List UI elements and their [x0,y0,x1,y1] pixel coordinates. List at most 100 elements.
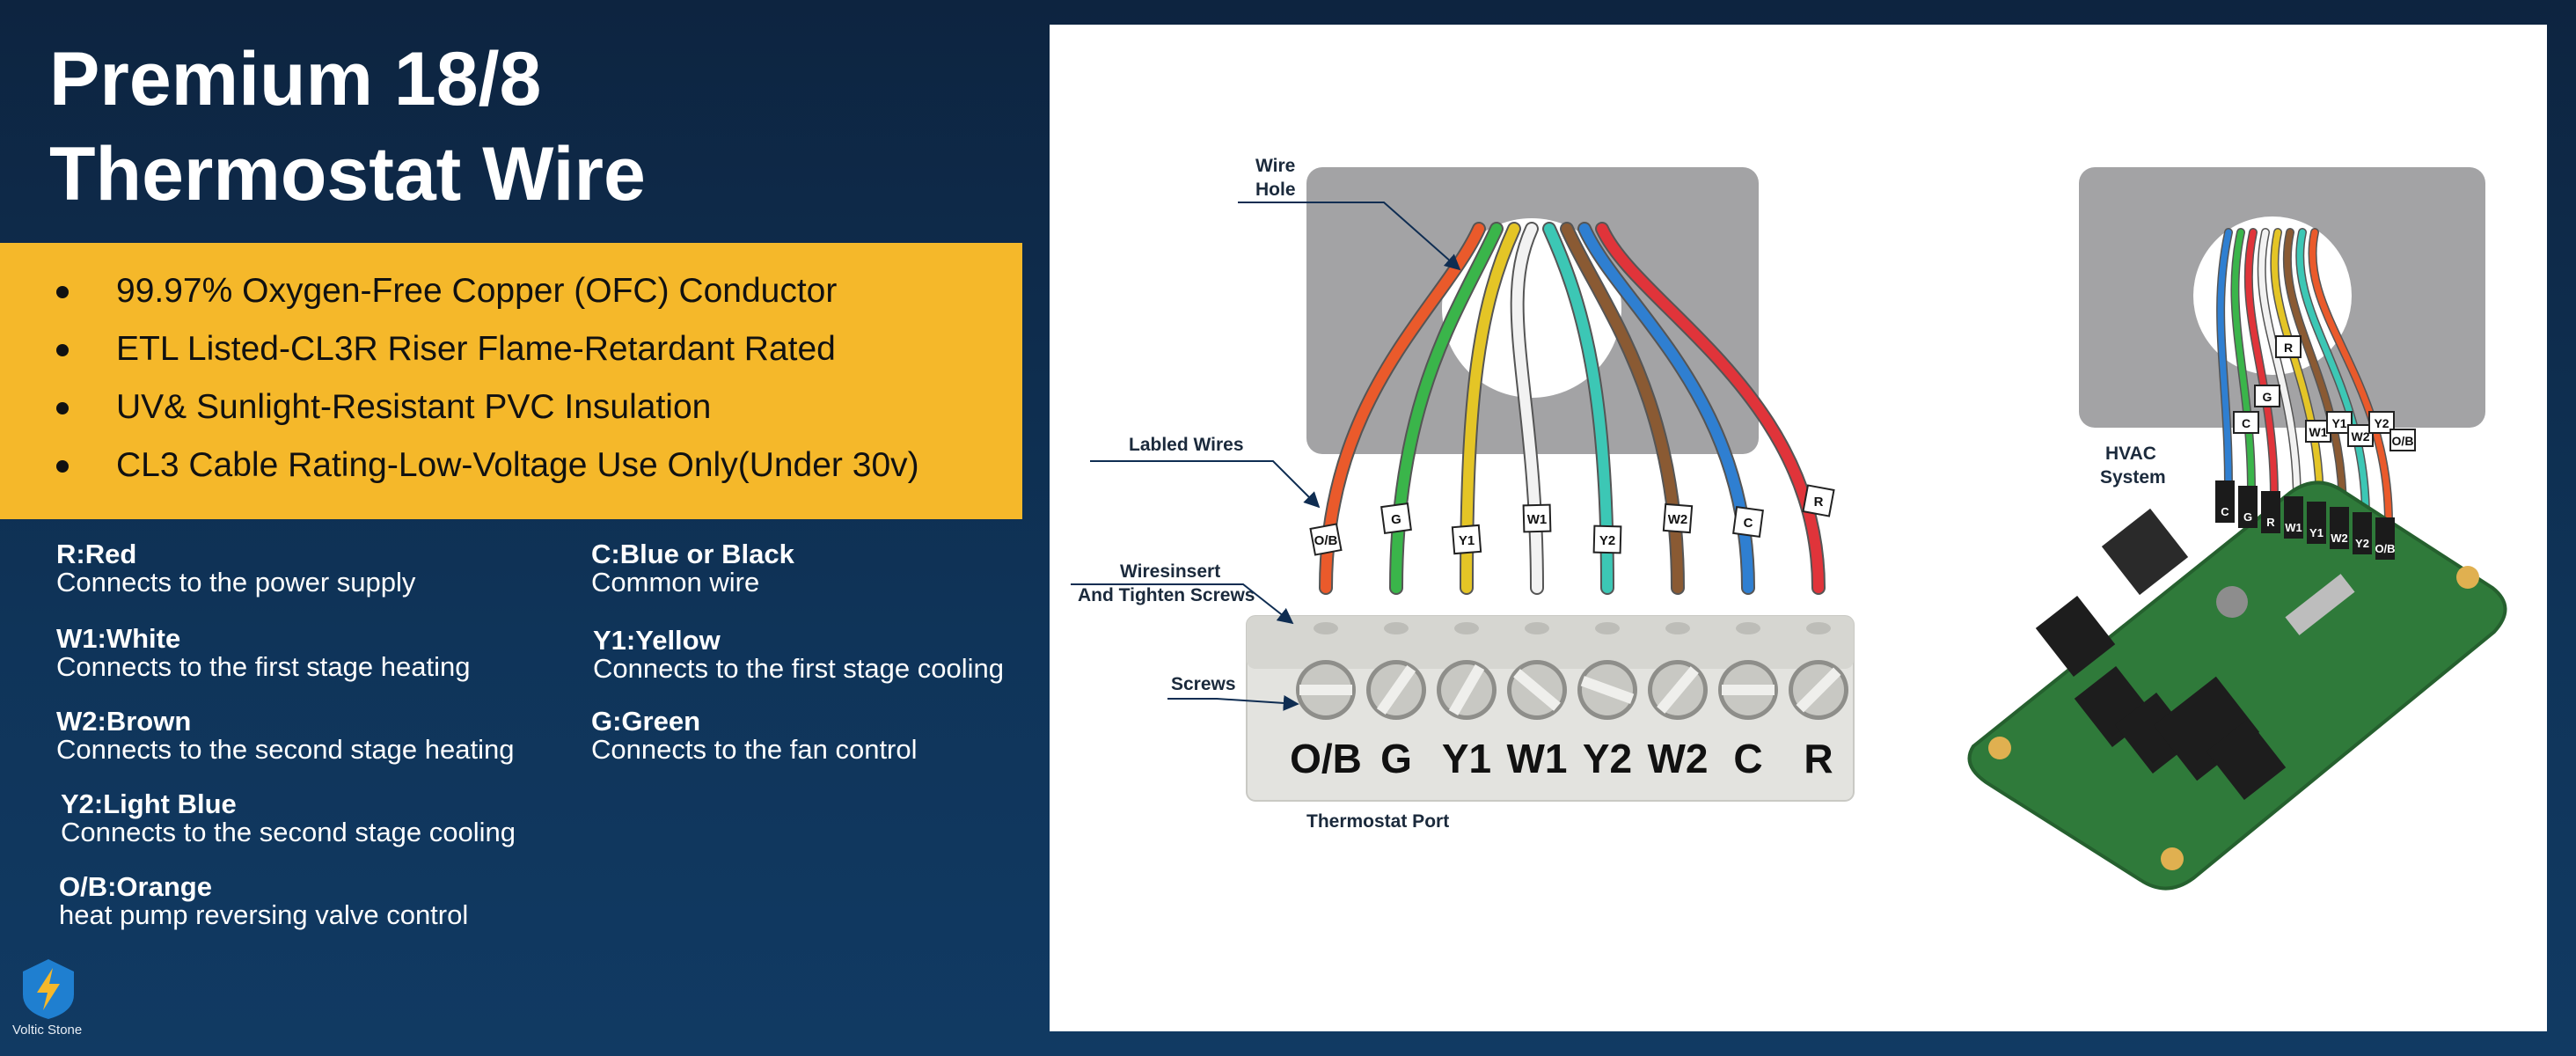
callout-insert: And Tighten Screws [1078,585,1255,605]
header-pin-label: W2 [2331,532,2348,545]
callout-wire-hole: Wire [1255,156,1295,176]
lightning-shield-icon [23,959,74,1019]
hvac-wire-tag [2233,411,2259,434]
wire-desc: Common wire [591,567,760,598]
header-pin-label: O/B [2375,542,2395,555]
bullet-icon [56,286,69,298]
feature-text: UV& Sunlight-Resistant PVC Insulation [116,388,712,426]
wire-tag-label: O/B [1314,533,1338,548]
header-pin [2238,486,2258,528]
terminal-label: R [1804,736,1833,781]
screw-slot [1448,664,1485,715]
hvac-wire-tag-label: Y2 [2374,416,2389,430]
header-pin-label: G [2243,510,2252,524]
wire-desc: Connects to the first stage heating [56,651,471,682]
feature-text: ETL Listed-CL3R Riser Flame-Retardant Ra… [116,330,836,368]
wire-desc: Connects to the first stage cooling [593,653,1004,684]
wire-tag [1380,502,1412,534]
terminal-label: O/B [1290,736,1362,781]
hvac-wire-tag [2389,429,2416,451]
wire-legend-item: W2:Brown Connects to the second stage he… [56,708,584,764]
terminal-screws [1296,622,1848,720]
terminal-label: C [1733,736,1762,781]
wire-legend-item: Y2:Light Blue Connects to the second sta… [56,790,584,847]
screw-slot [1376,664,1416,715]
hvac-wire-tag-label: R [2284,341,2293,355]
feature-text: CL3 Cable Rating-Low-Voltage Use Only(Un… [116,446,919,484]
callout-thermostat-port: Thermostat Port [1306,811,1449,832]
wire-insert-hole [1384,622,1409,634]
hvac-wire [2245,229,2278,500]
header-pin [2261,491,2280,533]
hvac-wire-tag [2254,385,2280,407]
wire-tag [1451,524,1482,555]
wire-code: C:Blue or Black [591,539,794,569]
header-pin [2215,480,2235,523]
callout-screws: Screws [1171,674,1236,694]
wire-legend-item: C:Blue or Black Common wire [591,540,1049,597]
wire-legend-item: Y1:Yellow Connects to the first stage co… [591,627,1049,683]
feature-list: 99.97% Oxygen-Free Copper (OFC) Conducto… [0,243,1022,495]
wire-code: R:Red [56,539,137,569]
wire-tag [1592,524,1622,554]
wire-legend-item: W1:White Connects to the first stage hea… [56,625,584,681]
header-pin-label: Y1 [2309,526,2324,539]
wire-code: W1:White [56,623,181,654]
wire-desc: Connects to the fan control [591,734,918,765]
header-pin [2307,502,2326,544]
hvac-wire-tag-label: G [2263,390,2272,404]
wire-code: Y1:Yellow [593,625,721,656]
hvac-wire-tag [2326,411,2353,434]
hvac-wires [2216,228,2393,527]
bullet-icon [56,344,69,356]
wire-tag-label: Y1 [1459,533,1475,548]
header-pin-label: C [2221,505,2229,518]
terminal-label: W2 [1648,736,1709,781]
hvac-wire [2284,229,2346,516]
wire-legend-left: R:Red Connects to the power supply W1:Wh… [56,540,584,929]
wire-insert-hole [1454,622,1479,634]
terminal-label: W1 [1507,736,1568,781]
page-title: Premium 18/8 Thermostat Wire [49,32,646,222]
wire-desc: Connects to the second stage heating [56,734,515,765]
bullet-icon [56,460,69,473]
wire-code: G:Green [591,706,701,737]
wire-insert-hole [1665,622,1690,634]
hvac-wire-tag [2368,411,2395,434]
wire-desc: Connects to the power supply [56,567,416,598]
wire-legend-item: R:Red Connects to the power supply [56,540,584,597]
terminal-label: Y1 [1442,736,1491,781]
wire-tag-label: C [1744,516,1753,531]
wire-legend-item: O/B:Orange heat pump reversing valve con… [56,873,584,929]
wire-tag-label: R [1814,495,1824,510]
wire-tag [1732,506,1764,538]
screw-slot [1657,666,1699,714]
callout-wire-hole: Hole [1255,180,1296,200]
header-pin-label: W1 [2285,521,2302,534]
hvac-wire-tag [2275,335,2302,358]
wire-code: O/B:Orange [59,871,212,902]
callout-arrow [1167,694,1299,711]
wire-tag-label: Y2 [1599,533,1615,548]
wire-code: Y2:Light Blue [61,788,237,819]
feature-text: 99.97% Oxygen-Free Copper (OFC) Conducto… [116,272,838,310]
header-pin-label: Y2 [2355,537,2369,550]
callout-hvac: HVAC [2105,444,2156,464]
wire-desc: Connects to the second stage cooling [61,817,516,847]
wire-legend-item: G:Green Connects to the fan control [591,708,1049,764]
wire-y1 [1461,224,1519,593]
terminal-label: Y2 [1583,736,1632,781]
wire-tag-label: W1 [1527,512,1548,527]
hvac-wire-tag-label: C [2242,416,2250,430]
wire-code: W2:Brown [56,706,192,737]
wire-tag-label: G [1391,512,1401,527]
wire-y2 [1544,224,1613,593]
title-line-1: Premium 18/8 [49,37,542,121]
wire-insert-hole [1806,622,1831,634]
callout-labeled-wires: Labled Wires [1129,435,1244,455]
